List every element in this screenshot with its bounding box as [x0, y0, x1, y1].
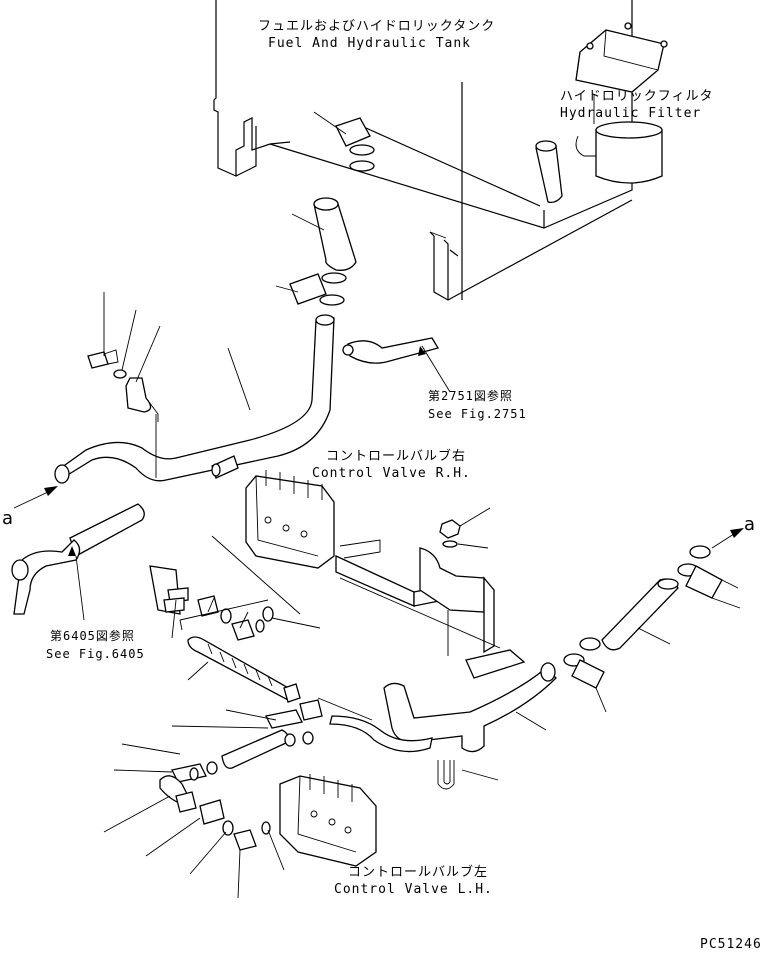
valve-mount-bracket	[335, 547, 526, 679]
main-lower-tube	[329, 662, 557, 753]
fig6405-label-jp: 第6405図参照	[50, 628, 135, 643]
hose-6405	[11, 503, 145, 615]
hydraulic-filter	[575, 22, 668, 184]
filter-label-en: Hydraulic Filter	[560, 106, 701, 121]
lower-fittings	[159, 699, 323, 851]
see-fig-6405-arrow	[68, 546, 76, 556]
suction-tube	[54, 314, 335, 484]
bracket-bolt	[87, 349, 159, 422]
control-valve-lh	[279, 774, 377, 867]
cv-rh-label-jp: コントロールバルブ右	[326, 448, 466, 464]
control-valve-rh	[245, 470, 381, 569]
ref-a-left: a	[2, 508, 13, 529]
fig2751-label-jp: 第2751図参照	[428, 388, 513, 403]
ref-a-right: a	[744, 514, 755, 535]
cv-lh-label-en: Control Valve L.H.	[334, 882, 493, 897]
reference-arrow-left	[13, 486, 58, 509]
right-hose-group	[563, 545, 723, 689]
cv-rh-label-en: Control Valve R.H.	[312, 466, 471, 481]
tank-label-en: Fuel And Hydraulic Tank	[268, 36, 471, 51]
nut-washer	[439, 519, 461, 548]
return-line-2751	[342, 337, 440, 364]
see-fig-2751-arrow	[418, 346, 426, 356]
fig6405-label-en: See Fig.6405	[46, 647, 145, 661]
leader-lines	[75, 111, 741, 899]
braided-hose	[187, 636, 301, 703]
fuel-hydraulic-tank	[213, 0, 633, 301]
reference-arrow-right	[711, 528, 744, 549]
cv-lh-label-jp: コントロールバルブ左	[348, 864, 488, 880]
fig2751-label-en: See Fig.2751	[428, 407, 527, 421]
upper-hose-group	[289, 117, 375, 306]
drawing-code: PC51246	[700, 937, 762, 952]
filter-label-jp: ハイドロリックフィルタ	[560, 89, 713, 104]
u-bolt	[437, 760, 455, 790]
left-fittings	[149, 565, 274, 641]
tank-label-jp: フュエルおよびハイドロリックタンク	[258, 19, 495, 34]
